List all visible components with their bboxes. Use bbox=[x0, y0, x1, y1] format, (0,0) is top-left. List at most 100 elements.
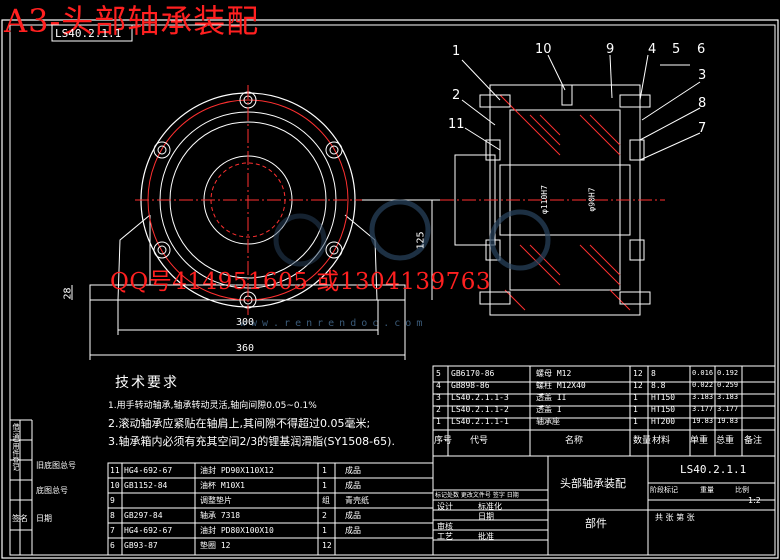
bom-left-cell-code: HG4-692-67 bbox=[124, 526, 173, 535]
bom-right-cell-w2: 3.177 bbox=[717, 405, 739, 413]
bom-right-cell-mat: 8.8 bbox=[651, 381, 666, 390]
callout-1: 1 bbox=[452, 44, 461, 59]
bom-right-cell-qty: 1 bbox=[633, 417, 638, 426]
bom-right-cell-no: 2 bbox=[436, 405, 441, 414]
bom-right-cell-qty: 12 bbox=[633, 369, 643, 378]
title-approve: 批准 bbox=[478, 532, 494, 541]
drawing-code-box: LS40.2.1.1 bbox=[55, 27, 122, 40]
bom-left-cell-qty: 1 bbox=[322, 466, 327, 475]
bom-right-cell-no: 1 bbox=[436, 417, 441, 426]
bom-left-cell-no: 11 bbox=[110, 466, 120, 475]
strip-borrow: 借(通)用件登记 bbox=[12, 423, 20, 471]
code-box-frame bbox=[51, 24, 133, 42]
callout-4: 4 bbox=[648, 42, 657, 57]
bom-right-cell-w1: 19.83 bbox=[692, 417, 714, 425]
bom-header-name: 名称 bbox=[565, 436, 584, 446]
callout-5: 5 bbox=[672, 42, 681, 57]
bom-header-qty: 数量 bbox=[633, 436, 652, 446]
strip-date: 日期 bbox=[36, 514, 52, 523]
bom-right-cell-mat: HT150 bbox=[651, 393, 676, 402]
overlay-title: A3-头部轴承装配 bbox=[4, 2, 260, 40]
tech-req-line-3: 3.轴承箱内必须有充其空间2/3的锂基润滑脂(SY1508-65). bbox=[108, 435, 395, 448]
bom-header-total: 总重 bbox=[716, 436, 735, 446]
bom-right-cell-code: LS40.2.1.1-3 bbox=[451, 393, 509, 402]
bom-left-cell-code: HG4-692-67 bbox=[124, 466, 173, 475]
bom-left-cell-no: 9 bbox=[110, 496, 115, 505]
bom-left-cell-code: GB297-84 bbox=[124, 511, 163, 520]
bom-right-cell-name: 螺柱 M12X40 bbox=[536, 381, 586, 390]
bom-right-cell-w1: 0.022 bbox=[692, 381, 714, 389]
bom-header-mat: 材料 bbox=[652, 436, 671, 446]
left-strip bbox=[10, 419, 33, 555]
bom-right-cell-mat: 8 bbox=[651, 369, 656, 378]
bom-left-cell-name: 调整垫片 bbox=[200, 496, 232, 505]
bom-right-cell-w2: 0.192 bbox=[717, 369, 739, 377]
tech-req-line-2: 2.滚动轴承应紧贴在轴肩上,其间隙不得超过0.05毫米; bbox=[108, 417, 371, 430]
bom-left-cell-no: 10 bbox=[110, 481, 120, 490]
title-design: 设计 bbox=[437, 502, 453, 511]
bom-left-cell-no: 8 bbox=[110, 511, 115, 520]
bom-left-cell-qty: 1 bbox=[322, 526, 327, 535]
bore-dim-2: φ90H7 bbox=[587, 187, 597, 212]
bom-left-cell-code: GB1152-84 bbox=[124, 481, 168, 490]
bom-left-cell-note: 成品 bbox=[345, 526, 361, 535]
bom-left-grid bbox=[107, 462, 434, 556]
drawing-border bbox=[1, 19, 779, 559]
end-view bbox=[71, 85, 440, 360]
bom-left-cell-note: 青壳纸 bbox=[345, 496, 369, 505]
dim-360: 360 bbox=[236, 343, 255, 354]
bom-left-cell-no: 7 bbox=[110, 526, 115, 535]
bom-right-cell-code: LS40.2.1.1-2 bbox=[451, 405, 509, 414]
title-date: 日期 bbox=[478, 512, 494, 521]
strip-sign: 签名 bbox=[12, 514, 28, 523]
bom-left-cell-qty: 12 bbox=[322, 541, 332, 550]
bom-right-cell-w1: 3.177 bbox=[692, 405, 714, 413]
callout-9: 9 bbox=[606, 42, 615, 57]
bom-left-cell-note: 成品 bbox=[345, 481, 361, 490]
bom-right-cell-name: 透盖 I bbox=[536, 405, 562, 414]
title-drawing-no: LS40.2.1.1 bbox=[680, 463, 747, 476]
title-scale-value: 1:2 bbox=[748, 496, 761, 505]
bom-header-no: 序号 bbox=[434, 436, 453, 446]
bom-right-cell-no: 5 bbox=[436, 369, 441, 378]
callout-6: 6 bbox=[697, 42, 706, 57]
title-weight-label: 重量 bbox=[700, 486, 714, 494]
callout-11: 11 bbox=[448, 117, 465, 132]
callout-10: 10 bbox=[535, 42, 552, 57]
bom-left-cell-name: 垫圈 12 bbox=[200, 541, 231, 550]
bom-right-cell-mat: HT150 bbox=[651, 405, 676, 414]
bom-right-cell-code: LS40.2.1.1-1 bbox=[451, 417, 509, 426]
bom-left-cell-name: 轴承 7318 bbox=[200, 511, 241, 520]
strip-old-total: 旧底图总号 bbox=[36, 461, 76, 470]
bom-left-cell-qty: 2 bbox=[322, 511, 327, 520]
bom-right-cell-qty: 12 bbox=[633, 381, 643, 390]
bom-right-cell-code: GB898-86 bbox=[451, 381, 490, 390]
url-watermark: www.renrendoc.com bbox=[240, 318, 428, 329]
bom-left-cell-name: 油封 PD90X110X12 bbox=[200, 466, 274, 475]
dim-125: 125 bbox=[415, 231, 427, 250]
title-process: 工艺 bbox=[437, 532, 453, 541]
bom-right-cell-name: 螺母 M12 bbox=[536, 369, 572, 378]
bom-right-cell-qty: 1 bbox=[633, 393, 638, 402]
bom-right-cell-qty: 1 bbox=[633, 405, 638, 414]
title-drawing-name: 头部轴承装配 bbox=[560, 477, 626, 490]
bom-header-note: 备注 bbox=[744, 436, 763, 446]
title-check: 审核 bbox=[437, 522, 453, 531]
title-part-label: 部件 bbox=[585, 517, 607, 530]
bom-left-cell-note: 成品 bbox=[345, 466, 361, 475]
bom-right-cell-name: 透盖 II bbox=[536, 393, 567, 402]
bom-left-cell-code: GB93-87 bbox=[124, 541, 158, 550]
dim-300: 300 bbox=[236, 317, 255, 328]
bom-right-cell-w1: 0.016 bbox=[692, 369, 714, 377]
bom-right-cell-w1: 3.183 bbox=[692, 393, 714, 401]
bom-left-cell-note: 成品 bbox=[345, 511, 361, 520]
bom-right-cell-w2: 3.183 bbox=[717, 393, 739, 401]
callout-3: 3 bbox=[698, 68, 707, 83]
bom-right-cell-w2: 0.259 bbox=[717, 381, 739, 389]
dim-28: 28 bbox=[62, 287, 74, 300]
callout-8: 8 bbox=[698, 96, 707, 111]
bom-left-cell-name: 油杯 M10X1 bbox=[200, 481, 245, 490]
callout-7: 7 bbox=[698, 121, 707, 136]
bom-header-code: 代号 bbox=[470, 436, 489, 446]
